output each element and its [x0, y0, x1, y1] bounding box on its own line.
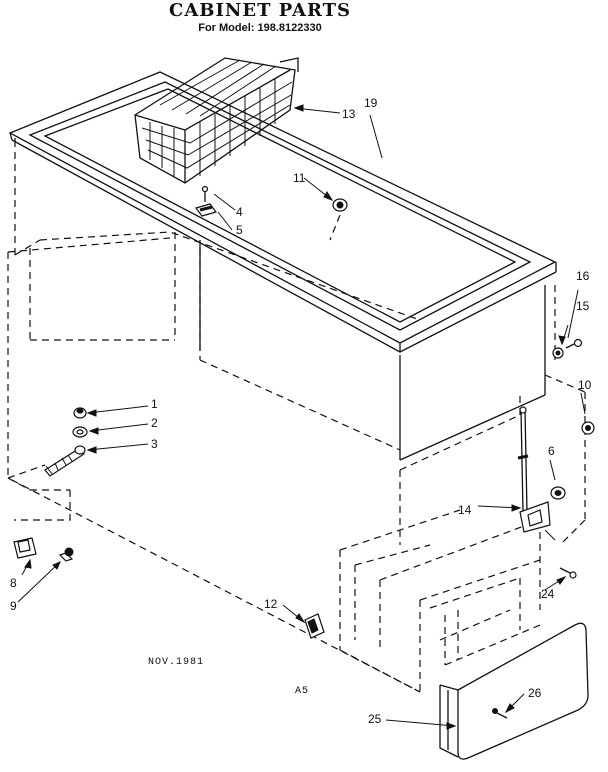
part-4-5-screw-bracket [194, 185, 218, 217]
callout-10: 10 [578, 378, 592, 392]
callout-8: 8 [10, 576, 17, 590]
cabinet-body-outline [7, 140, 586, 693]
part-12-connector [304, 613, 325, 639]
model-subtitle: For Model: 198.8122330 [198, 22, 322, 34]
part-6-nut [550, 486, 566, 500]
callout-11: 11 [293, 171, 306, 185]
callout-24: 24 [541, 587, 555, 601]
part-1-2-3-drain-fittings [44, 407, 88, 477]
callout-12: 12 [264, 597, 278, 611]
callout-16: 16 [576, 269, 590, 283]
callout-19: 19 [364, 96, 378, 110]
part-11-plug [329, 198, 348, 241]
diagram-title: CABINET PARTS [169, 0, 351, 21]
lid-frame [8, 71, 557, 353]
part-15-16-hinge-screw [552, 338, 583, 359]
callout-1: 1 [151, 397, 158, 411]
callout-6: 6 [548, 444, 555, 458]
part-14-thermostat [517, 406, 556, 541]
callout-5: 5 [236, 223, 243, 237]
part-8-9-drain-cover [13, 537, 74, 562]
leader-arrowheads [24, 104, 567, 730]
callout-2: 2 [151, 416, 158, 430]
callout-9: 9 [10, 599, 17, 613]
callout-26: 26 [528, 686, 542, 700]
part-25-grille [439, 622, 589, 760]
date-stamp: NOV.1981 [148, 657, 205, 668]
callout-3: 3 [151, 437, 158, 451]
callout-4: 4 [236, 205, 243, 219]
part-10-plug [581, 421, 595, 435]
leader-lines [17, 107, 586, 727]
callout-15: 15 [576, 299, 590, 313]
callout-14: 14 [458, 503, 472, 517]
cabinet-liner [14, 138, 546, 461]
callout-13: 13 [342, 107, 356, 121]
callout-25: 25 [368, 712, 382, 726]
wire-basket [134, 57, 299, 184]
part-24-screw [559, 567, 577, 579]
page-code: A5 [295, 686, 310, 697]
